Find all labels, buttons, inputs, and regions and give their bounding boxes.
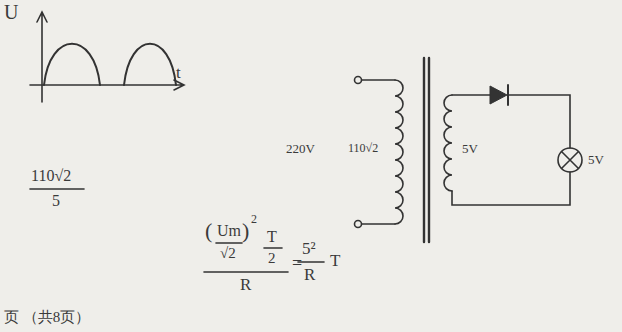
axis-label: t	[176, 64, 181, 81]
axis-label: U	[4, 2, 18, 22]
fraction-line	[30, 188, 84, 190]
equals-sign: =	[292, 254, 302, 272]
lamp-cross	[562, 152, 579, 169]
symbol: R	[304, 266, 315, 283]
symbol: √2	[220, 246, 236, 261]
symbol: T	[330, 252, 340, 269]
fraction-line	[216, 242, 242, 244]
page-footer: 页 （共8页）	[4, 310, 90, 325]
transformer-core	[424, 58, 429, 242]
symbol: 2	[268, 251, 276, 266]
fraction-numerator: 110√2	[31, 168, 71, 184]
symbol: Um	[217, 223, 241, 239]
exponent: 2	[251, 213, 257, 225]
lamp-symbol	[558, 148, 582, 172]
wave-hump	[124, 44, 176, 85]
fraction-line	[264, 247, 282, 249]
terminal	[355, 221, 362, 228]
fraction-denominator: 5	[52, 193, 60, 209]
diode-symbol	[490, 86, 507, 104]
voltage-label: 220V	[286, 142, 315, 155]
primary-coil	[395, 80, 403, 224]
bracket: (	[205, 220, 212, 242]
terminal	[355, 77, 362, 84]
t-axis	[30, 80, 184, 90]
wave-hump	[44, 44, 100, 85]
turns-label: 110√2	[348, 142, 378, 154]
wire	[452, 95, 570, 205]
voltage-label: 5V	[588, 153, 604, 166]
symbol: 5²	[302, 240, 316, 257]
symbol: T	[267, 229, 277, 245]
secondary-coil	[444, 95, 452, 191]
symbol: R	[240, 276, 251, 293]
u-axis	[37, 12, 47, 102]
voltage-label: 5V	[462, 142, 478, 155]
bracket: )	[242, 220, 249, 242]
fraction-line	[204, 271, 288, 273]
